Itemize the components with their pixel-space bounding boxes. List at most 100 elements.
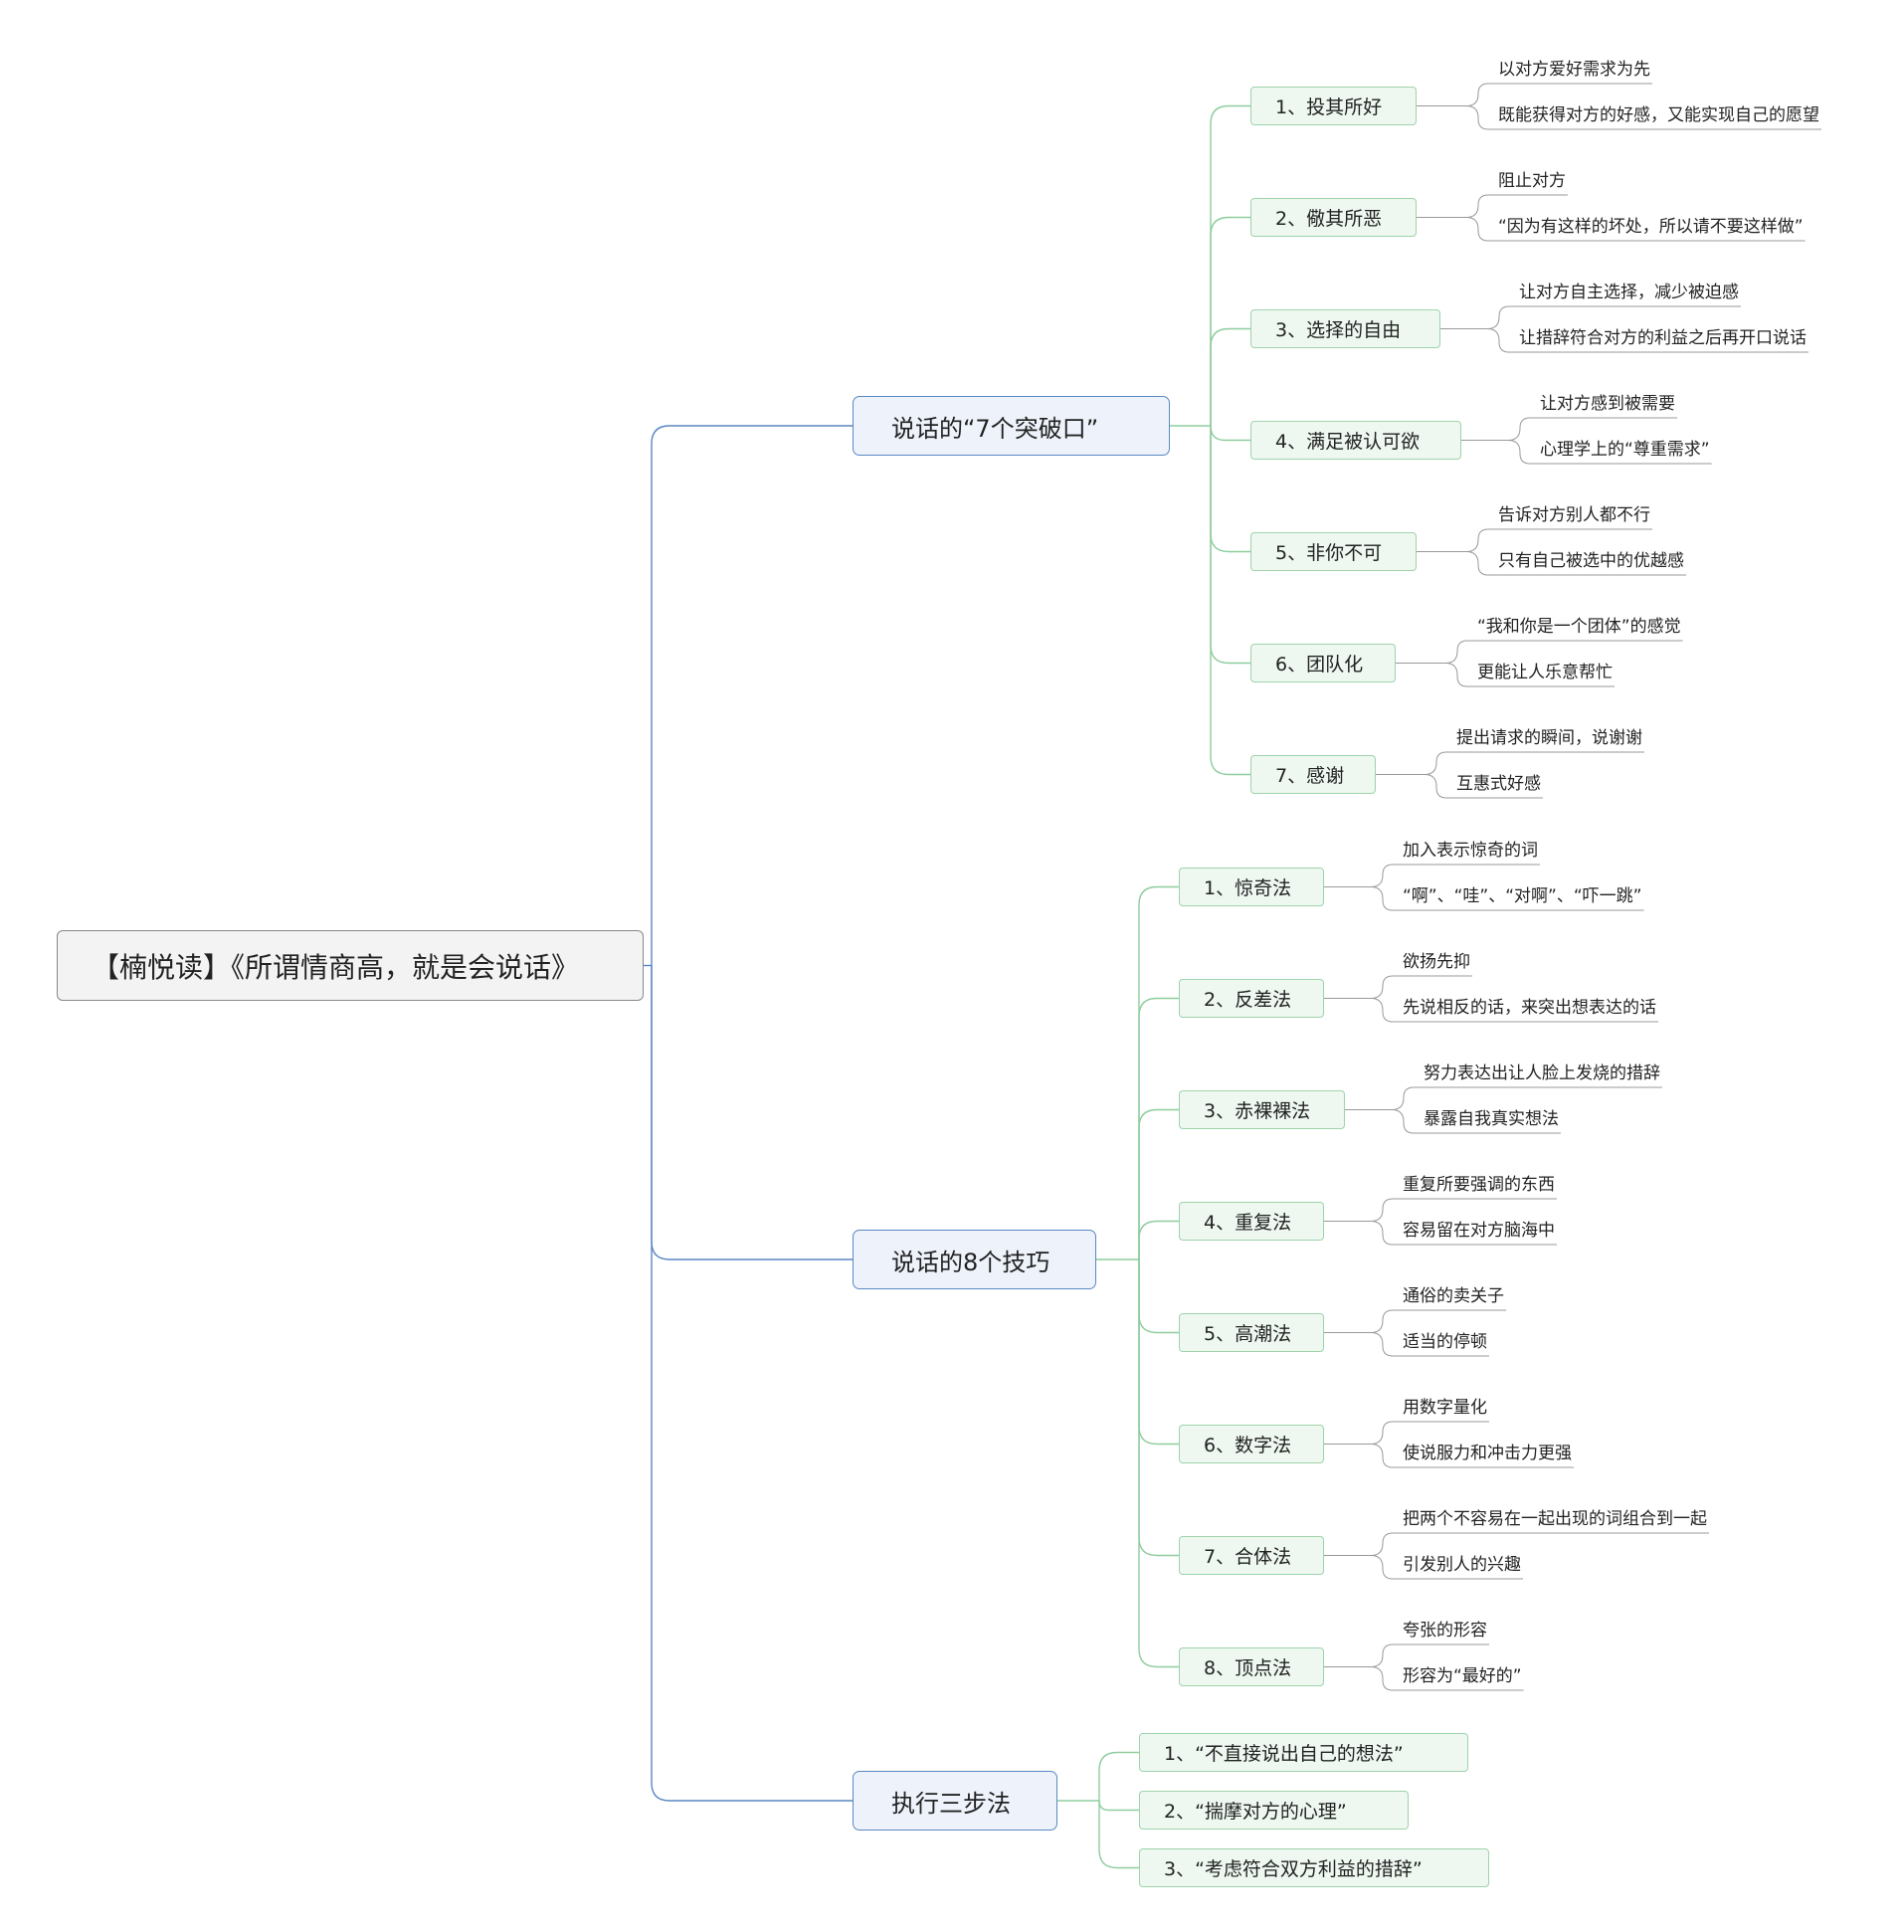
root-label: 【楠悦读】《所谓情商高，就是会说话》 xyxy=(92,950,580,984)
topic-node[interactable]: 1、投其所好 xyxy=(1250,87,1417,125)
topic-label: 1、投其所好 xyxy=(1275,97,1383,118)
connector-line xyxy=(1210,426,1250,776)
topic-node[interactable]: 5、高潮法 xyxy=(1179,1313,1324,1352)
connector-line xyxy=(1465,528,1652,552)
connector-line xyxy=(1098,1800,1139,1812)
leaf-text: 把两个不容易在一起出现的词组合到一起 xyxy=(1403,1509,1707,1529)
topic-node[interactable]: 3、选择的自由 xyxy=(1250,309,1440,348)
connector-line xyxy=(1138,997,1179,1259)
topic-label: 7、合体法 xyxy=(1204,1546,1292,1568)
topic-node[interactable]: 7、合体法 xyxy=(1179,1536,1324,1575)
leaf-text: 既能获得对方的好感，又能实现自己的愿望 xyxy=(1498,105,1819,125)
leaf-text: 欲扬先抑 xyxy=(1403,952,1470,972)
connector-line xyxy=(1486,328,1809,353)
leaf-text: 夸张的形容 xyxy=(1403,1621,1487,1641)
leaf-text: 重复所要强调的东西 xyxy=(1403,1175,1555,1195)
leaf-text: 互惠式好感 xyxy=(1456,774,1541,794)
connector-line xyxy=(651,965,853,1260)
topic-node[interactable]: 4、重复法 xyxy=(1179,1202,1324,1241)
connector-line xyxy=(1370,1421,1489,1445)
leaf-text: 通俗的卖关子 xyxy=(1403,1286,1504,1306)
connector-line xyxy=(1138,1259,1179,1334)
connector-line xyxy=(1138,885,1179,1259)
leaf-text: 形容为“最好的” xyxy=(1403,1666,1522,1686)
leaf-text: 只有自己被选中的优越感 xyxy=(1498,551,1684,571)
branch-label: 说话的“7个突破口” xyxy=(891,414,1099,443)
branch-label: 说话的8个技巧 xyxy=(891,1248,1050,1276)
connector-line xyxy=(1138,1220,1179,1259)
leaf-text: 使说服力和冲击力更强 xyxy=(1403,1444,1572,1463)
topic-label: 7、感谢 xyxy=(1275,765,1345,787)
connector-line xyxy=(1391,1086,1662,1110)
topic-label: 3、选择的自由 xyxy=(1275,319,1402,341)
topic-label: 5、高潮法 xyxy=(1204,1323,1292,1345)
topic-label: 6、数字法 xyxy=(1204,1435,1292,1456)
leaf-text: 加入表示惊奇的词 xyxy=(1403,841,1538,861)
topic-label: 1、惊奇法 xyxy=(1204,877,1292,899)
topic-label: 1、“不直接说出自己的想法” xyxy=(1164,1743,1404,1765)
branch-breakthroughs[interactable]: 说话的“7个突破口” xyxy=(853,396,1170,456)
leaf-text: 努力表达出让人脸上发烧的措辞 xyxy=(1424,1063,1660,1083)
connector-line xyxy=(1138,1259,1179,1668)
connector-line xyxy=(1465,83,1652,106)
topic-node[interactable]: 4、满足被认可欲 xyxy=(1250,421,1461,460)
connector-line xyxy=(1370,975,1472,999)
connector-line xyxy=(1370,1332,1489,1357)
topic-node[interactable]: 3、赤裸裸法 xyxy=(1179,1090,1345,1129)
leaf-text: 暴露自我真实想法 xyxy=(1424,1109,1559,1129)
topic-node[interactable]: 1、“不直接说出自己的想法” xyxy=(1139,1733,1468,1772)
root-node[interactable]: 【楠悦读】《所谓情商高，就是会说话》 xyxy=(57,930,644,1001)
topic-node[interactable]: 2、反差法 xyxy=(1179,979,1324,1018)
topic-label: 5、非你不可 xyxy=(1275,542,1383,564)
connector-line xyxy=(1391,1109,1561,1134)
topic-node[interactable]: 6、数字法 xyxy=(1179,1425,1324,1463)
connector-line xyxy=(1210,327,1250,426)
connector-line xyxy=(651,425,853,966)
leaf-text: 让对方感到被需要 xyxy=(1540,394,1675,414)
leaf-text: 心理学上的“尊重需求” xyxy=(1540,440,1710,460)
topic-node[interactable]: 2、“揣摩对方的心理” xyxy=(1139,1791,1409,1830)
leaf-text: 更能让人乐意帮忙 xyxy=(1477,663,1613,682)
branch-techniques[interactable]: 说话的8个技巧 xyxy=(853,1230,1096,1289)
topic-node[interactable]: 7、感谢 xyxy=(1250,755,1376,794)
topic-node[interactable]: 5、非你不可 xyxy=(1250,532,1417,571)
connector-line xyxy=(1424,751,1644,775)
topic-node[interactable]: 2、儆其所恶 xyxy=(1250,198,1417,237)
connector-line xyxy=(1370,1444,1574,1468)
connector-line xyxy=(1370,886,1644,911)
topic-node[interactable]: 8、顶点法 xyxy=(1179,1647,1324,1686)
topic-node[interactable]: 6、团队化 xyxy=(1250,644,1396,682)
connector-line xyxy=(1444,663,1615,687)
branch-label: 执行三步法 xyxy=(891,1789,1011,1818)
connector-line xyxy=(1444,640,1683,664)
connector-line xyxy=(1507,417,1677,441)
leaf-text: 容易留在对方脑海中 xyxy=(1403,1221,1555,1241)
connector-line xyxy=(1138,1259,1179,1446)
leaf-text: “我和你是一个团体”的感觉 xyxy=(1477,617,1681,637)
leaf-text: “啊”、“哇”、“对啊”、“吓一跳” xyxy=(1403,886,1642,906)
leaf-text: 提出请求的瞬间，说谢谢 xyxy=(1456,728,1642,748)
topic-node[interactable]: 1、惊奇法 xyxy=(1179,868,1324,906)
connector-line xyxy=(1138,1108,1179,1259)
leaf-text: 以对方爱好需求为先 xyxy=(1498,60,1650,80)
connector-line xyxy=(1370,1555,1523,1580)
connector-line xyxy=(1210,425,1250,442)
connector-line xyxy=(1210,104,1250,426)
connector-line xyxy=(651,965,853,1802)
connector-line xyxy=(1210,426,1250,553)
leaf-text: 让对方自主选择，减少被迫感 xyxy=(1519,283,1739,302)
topic-node[interactable]: 3、“考虑符合双方利益的措辞” xyxy=(1139,1848,1489,1887)
connector-line xyxy=(1370,1198,1557,1222)
connector-line xyxy=(1370,1532,1709,1556)
connector-line xyxy=(1486,305,1741,329)
connector-line xyxy=(1370,1666,1524,1691)
connector-line xyxy=(1424,774,1543,799)
branch-three-steps[interactable]: 执行三步法 xyxy=(853,1771,1057,1831)
connector-line xyxy=(1465,105,1821,130)
leaf-text: 告诉对方别人都不行 xyxy=(1498,505,1650,525)
topic-label: 4、满足被认可欲 xyxy=(1275,431,1421,453)
connector-line xyxy=(1370,864,1540,887)
connector-line xyxy=(1465,551,1686,576)
leaf-text: “因为有这样的坏处，所以请不要这样做” xyxy=(1498,217,1804,237)
